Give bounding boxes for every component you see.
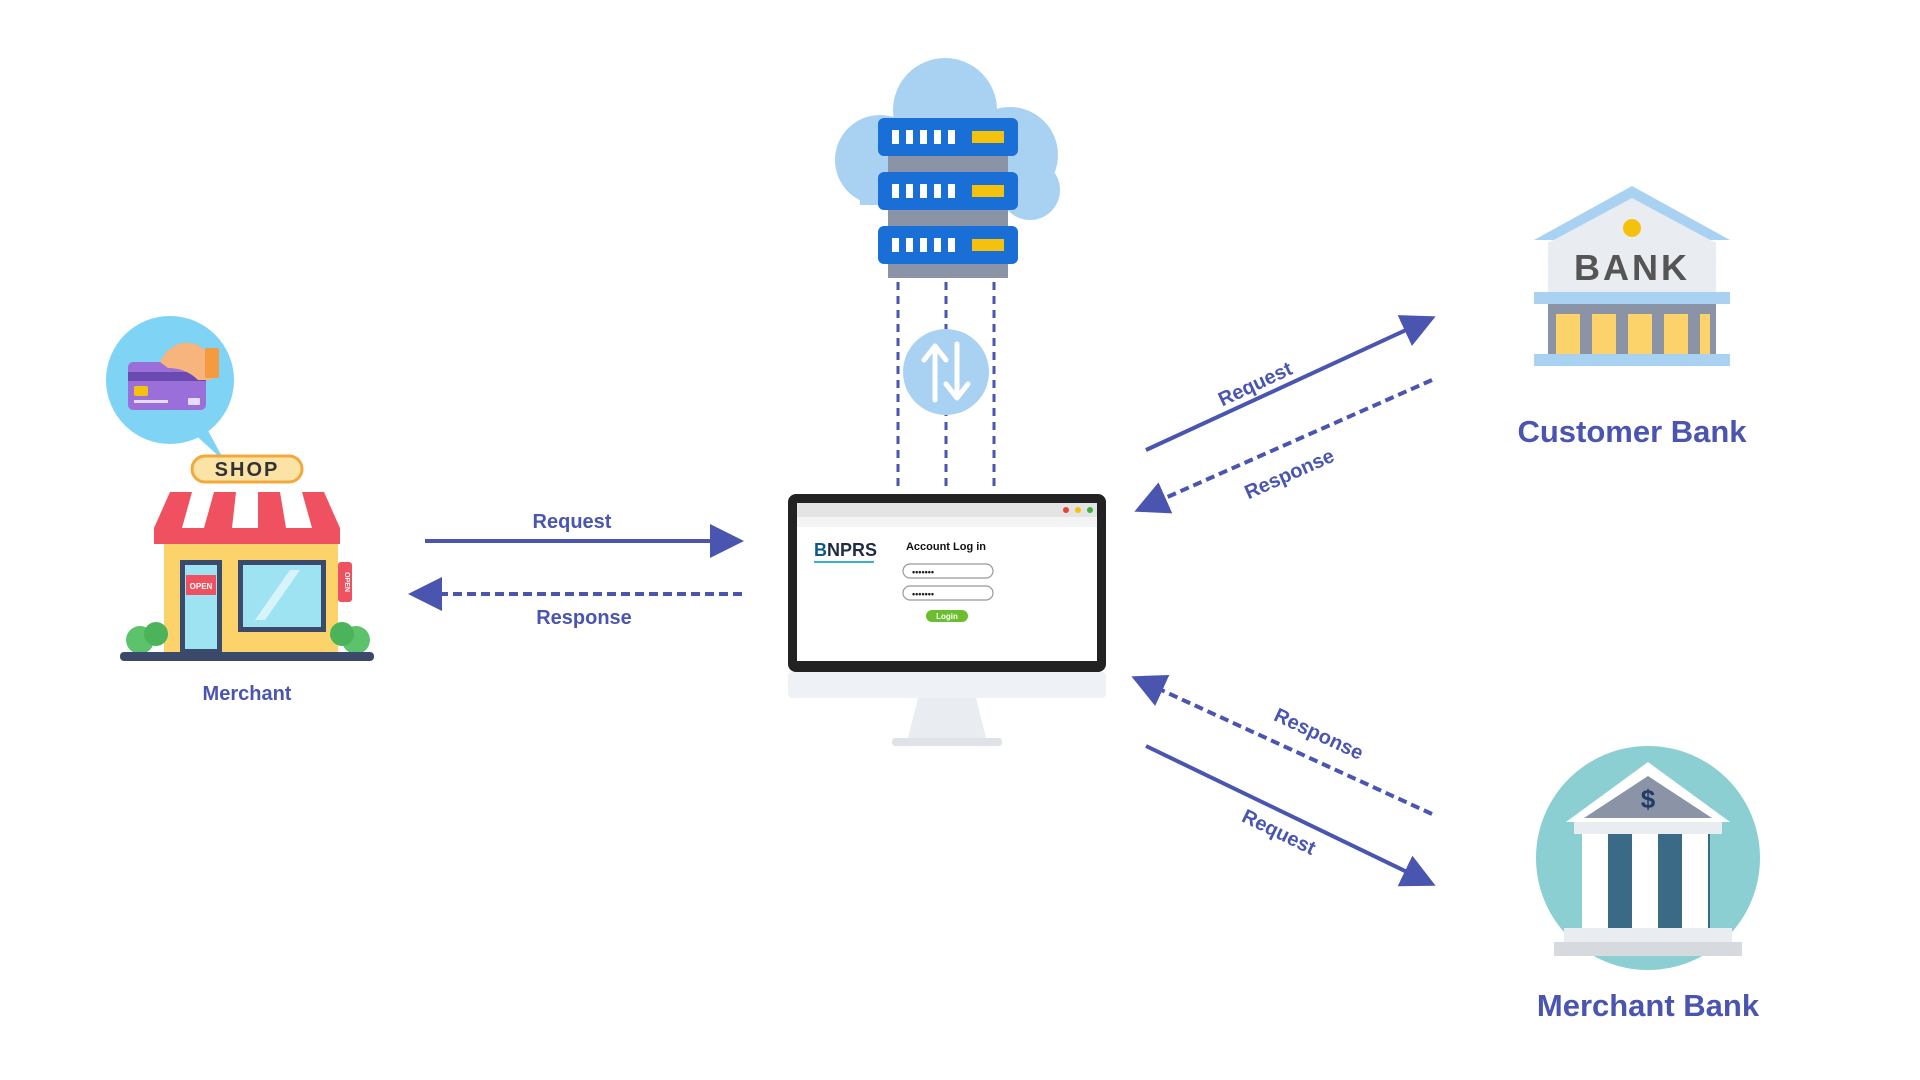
customer-request-arrow [1145, 315, 1436, 452]
dollar-icon: $ [1641, 784, 1656, 814]
monitor-stand [908, 698, 986, 738]
edge-customer-request: Request [1145, 315, 1436, 452]
edge-merchant-request: Request [425, 511, 744, 558]
sync-arrows-icon [903, 329, 989, 415]
shop-awning [154, 492, 340, 544]
bank-facade [1548, 242, 1716, 292]
window-maximize-dot[interactable] [1087, 507, 1093, 513]
login-button-label: Login [936, 612, 958, 621]
server-rack-icon [878, 118, 1018, 278]
merchantbank-response-arrow [1131, 675, 1433, 816]
edge-merchant-response: Response [408, 577, 742, 629]
merchantbank-response-label: Response [1271, 704, 1367, 764]
window-close-dot[interactable] [1063, 507, 1069, 513]
window-minimize-dot[interactable] [1075, 507, 1081, 513]
card-payment-icon [106, 316, 234, 462]
merchant-bank-steps [1564, 928, 1732, 942]
logo-underline [814, 561, 874, 563]
password-field[interactable] [902, 585, 994, 601]
merchant-response-label: Response [536, 607, 632, 629]
door-open-sign [186, 575, 216, 595]
shop-ground [120, 652, 374, 661]
edge-customer-response: Response [1134, 378, 1433, 514]
merchantbank-request-arrow [1145, 744, 1436, 887]
bank-roof-emblem [1623, 219, 1641, 237]
customer-response-label: Response [1241, 445, 1337, 504]
username-field[interactable] [902, 563, 994, 579]
login-title: Account Log in [906, 541, 986, 553]
edge-merchantbank-response: Response [1131, 675, 1433, 816]
password-field-value: ••••••• [912, 589, 934, 599]
monitor-base [892, 738, 1002, 746]
customer-bank-node: BANK Customer Bank [1517, 186, 1747, 449]
shop-sign [190, 454, 304, 484]
login-button[interactable] [926, 610, 968, 622]
cloud-server-node [835, 58, 1060, 492]
monitor-screen [797, 503, 1097, 661]
logo-prefix: B [814, 540, 827, 560]
address-bar[interactable] [797, 517, 1097, 527]
customer-response-arrow [1134, 378, 1433, 514]
shop-sign-label: SHOP [215, 459, 280, 481]
monitor-chin [788, 672, 1106, 698]
merchant-request-label: Request [533, 511, 612, 533]
side-open-sign [338, 562, 352, 602]
merchant-bank-node: $ Merchant Bank [1536, 746, 1760, 1023]
merchantbank-request-label: Request [1238, 805, 1319, 860]
username-field-value: ••••••• [912, 567, 934, 577]
bank-base [1534, 354, 1730, 366]
door-open-sign-label: OPEN [190, 582, 213, 591]
merchant-node: SHOP OPEN OPEN Merchant [106, 316, 374, 705]
merchant-bank-label: Merchant Bank [1537, 988, 1760, 1023]
merchant-label: Merchant [203, 683, 292, 705]
customer-bank-label: Customer Bank [1517, 414, 1747, 449]
bank-sign: BANK [1574, 247, 1690, 288]
edge-merchantbank-request: Request [1145, 744, 1436, 887]
gateway-logo: NPRS [827, 540, 877, 560]
side-open-sign-label: OPEN [343, 572, 350, 592]
browser-toolbar [797, 503, 1097, 517]
gateway-monitor: B NPRS Account Log in ••••••• ••••••• Lo… [788, 494, 1106, 746]
